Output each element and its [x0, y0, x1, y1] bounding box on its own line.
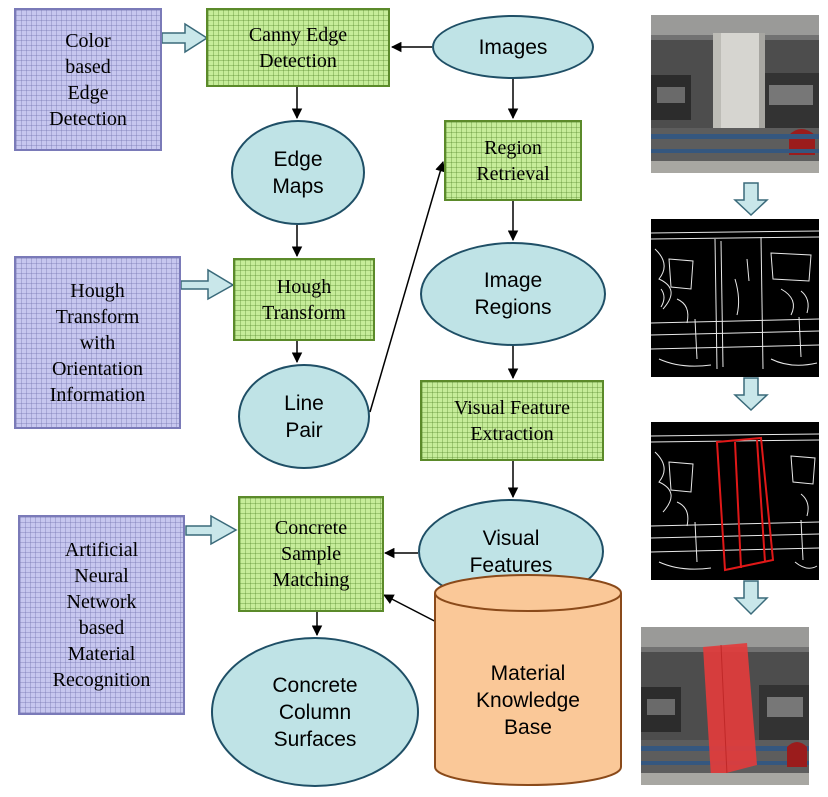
- line-pair-node: Line Pair: [238, 364, 370, 469]
- ann-material-recognition-label: Artificial Neural Network based Material…: [52, 539, 151, 691]
- image-regions-node: Image Regions: [420, 242, 606, 346]
- images-label: Images: [478, 35, 548, 59]
- down-arrow-1: [733, 182, 769, 217]
- connector-linepair-to-region: [369, 160, 446, 413]
- ann-material-recognition-box: Artificial Neural Network based Material…: [18, 515, 185, 715]
- concrete-column-surfaces-label: Concrete Column Surfaces: [272, 673, 358, 751]
- region-retrieval-label: Region Retrieval: [476, 136, 550, 185]
- edge-maps-node: Edge Maps: [231, 120, 365, 225]
- image-regions-label: Image Regions: [474, 269, 552, 319]
- down-arrow-2: [733, 377, 769, 412]
- concrete-sample-matching-box: Concrete Sample Matching: [238, 496, 384, 612]
- hough-orientation-label: Hough Transform with Orientation Informa…: [49, 279, 146, 406]
- concrete-column-surfaces-node: Concrete Column Surfaces: [211, 637, 419, 787]
- visual-feature-extraction-label: Visual Feature Extraction: [454, 396, 570, 445]
- detected-column-photo: [651, 422, 819, 580]
- material-knowledge-base-cylinder: [434, 574, 622, 786]
- region-retrieval-box: Region Retrieval: [444, 120, 582, 201]
- original-photo: [651, 15, 819, 173]
- canny-edge-detection-box: Canny Edge Detection: [206, 8, 390, 87]
- hough-transform-label: Hough Transform: [262, 275, 346, 324]
- recognized-surface-photo: [641, 627, 809, 785]
- block-arrow-hough-input: [180, 268, 235, 301]
- block-arrow-ann-input: [185, 514, 238, 546]
- edge-map-photo: [651, 219, 819, 377]
- visual-features-label: Visual Features: [469, 526, 553, 577]
- down-arrow-3: [733, 580, 769, 616]
- color-edge-detection-box: Color based Edge Detection: [14, 8, 162, 151]
- images-node: Images: [432, 15, 594, 79]
- canny-edge-detection-label: Canny Edge Detection: [248, 23, 348, 72]
- hough-orientation-box: Hough Transform with Orientation Informa…: [14, 256, 181, 429]
- block-arrow-color-to-canny: [161, 22, 209, 54]
- concrete-sample-matching-label: Concrete Sample Matching: [272, 517, 350, 591]
- edge-maps-label: Edge Maps: [272, 147, 324, 198]
- color-edge-detection-label: Color based Edge Detection: [49, 29, 127, 130]
- material-knowledge-base-label-wrap: Material Knowledge Base: [433, 620, 623, 780]
- visual-feature-extraction-box: Visual Feature Extraction: [420, 380, 604, 461]
- hough-transform-box: Hough Transform: [233, 258, 375, 341]
- line-pair-label: Line Pair: [284, 391, 324, 442]
- material-knowledge-base-label: Material Knowledge Base: [476, 661, 580, 739]
